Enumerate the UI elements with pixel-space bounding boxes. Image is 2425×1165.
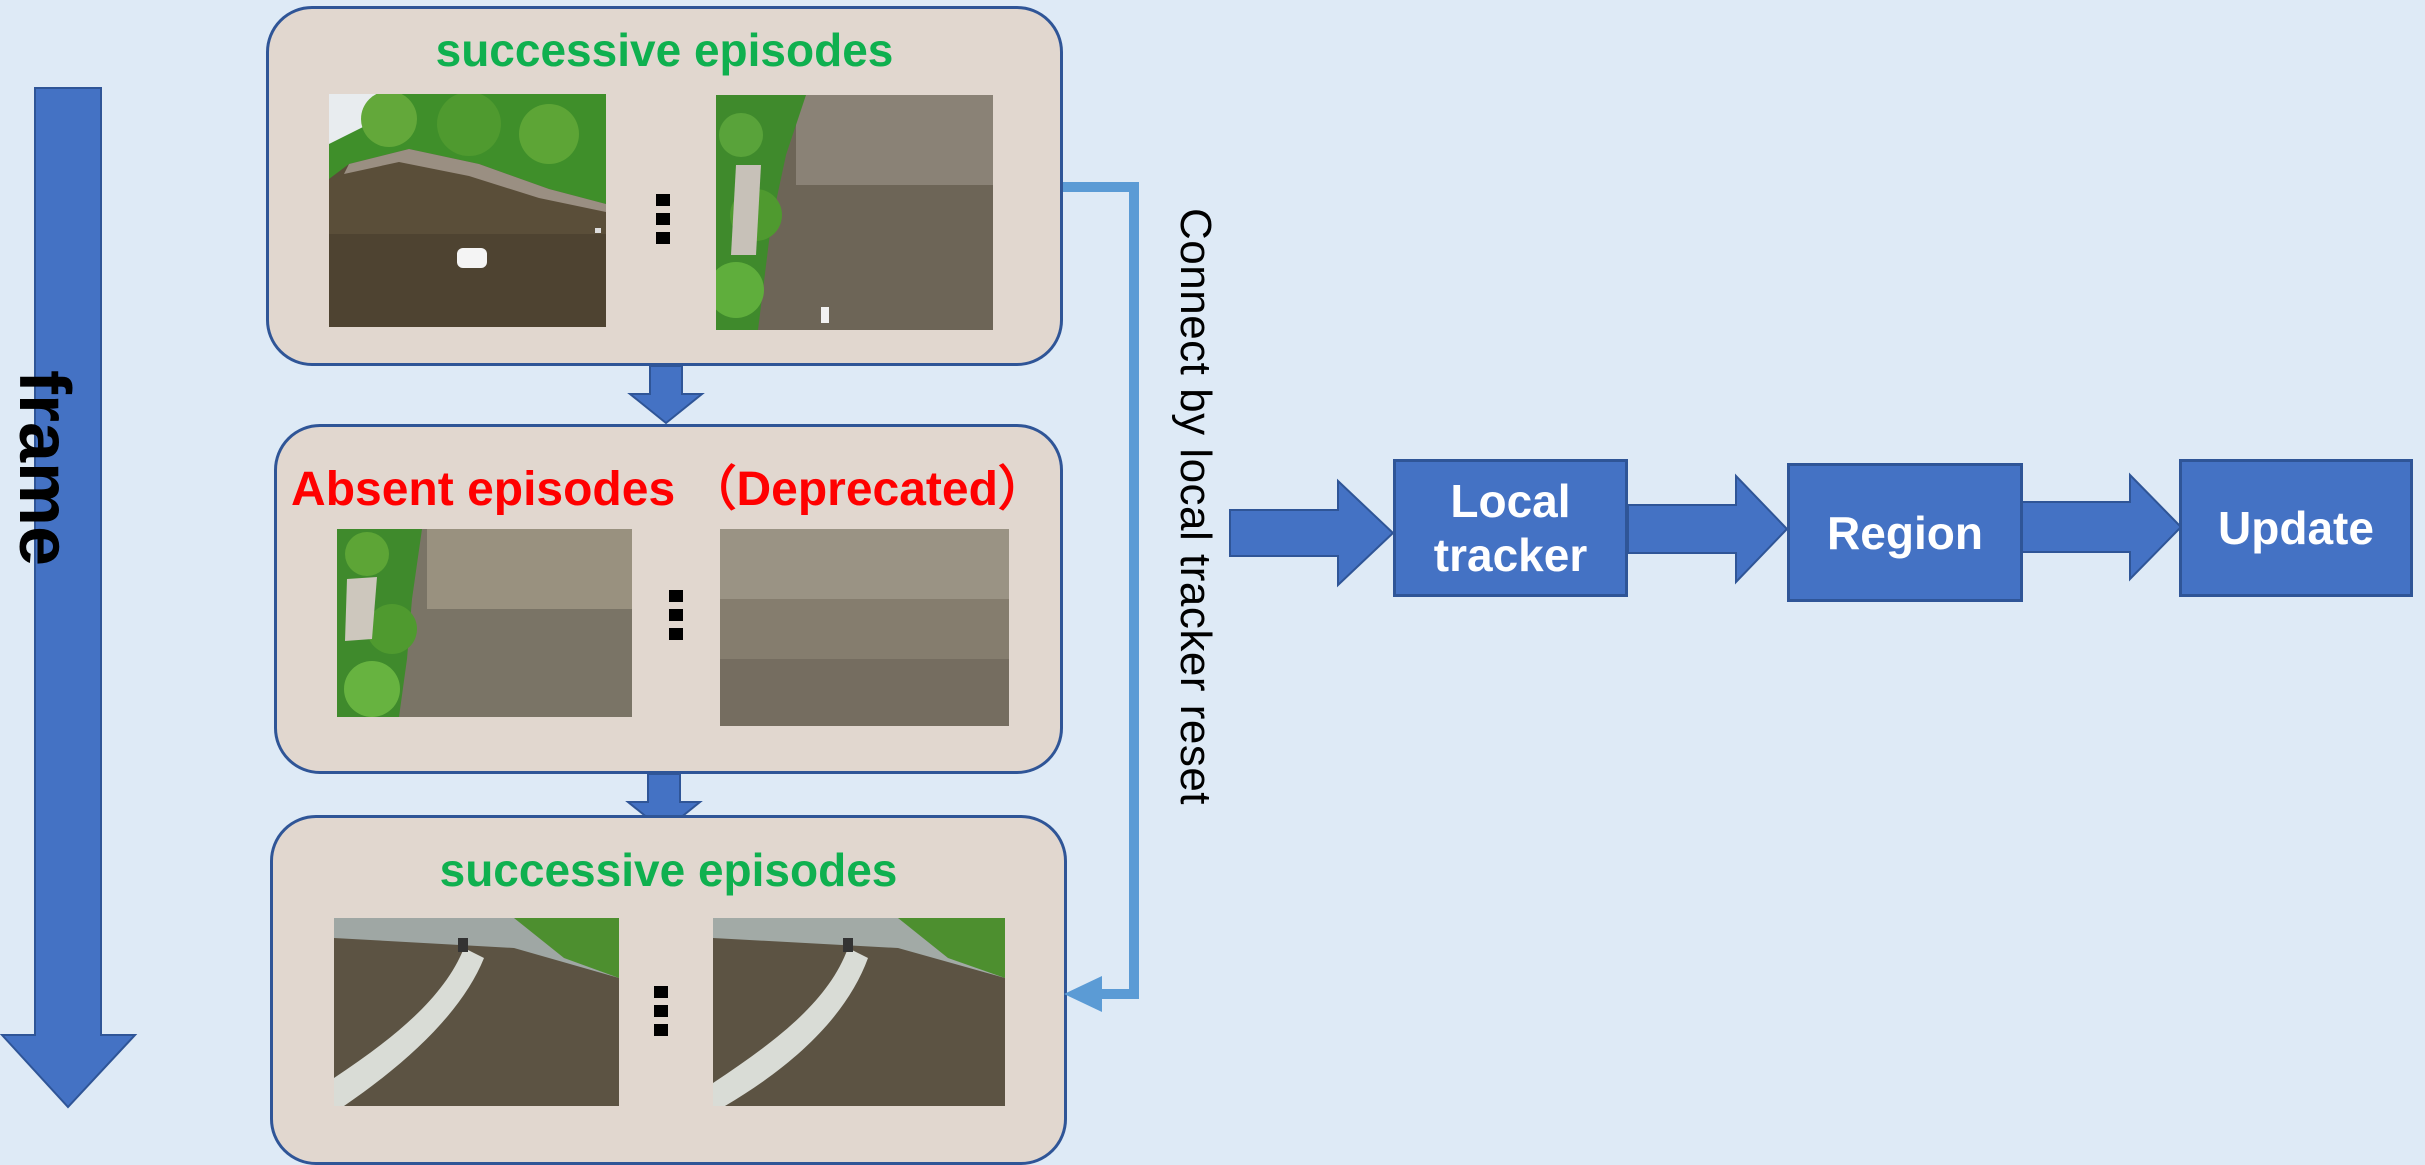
- pipeline-arrow: [1627, 473, 1789, 585]
- pipeline-input-arrow: [1229, 478, 1395, 588]
- video-frame-thumbnail: [329, 94, 606, 327]
- video-frame-thumbnail: [716, 95, 993, 330]
- reset-connector-label: Connect by local tracker reset: [1171, 208, 1220, 806]
- frame-axis-label: frame: [4, 370, 84, 567]
- region-block: Region: [1787, 463, 2023, 602]
- video-frame-thumbnail: [720, 529, 1009, 726]
- reset-connector-arrow: [1063, 182, 1139, 1012]
- video-frame-thumbnail: [713, 918, 1005, 1106]
- local-tracker-block: Local tracker: [1393, 459, 1628, 597]
- update-block: Update: [2179, 459, 2413, 597]
- ellipsis-icon: [656, 194, 670, 244]
- ellipsis-icon: [669, 590, 683, 640]
- panel-title: successive episodes: [435, 24, 894, 76]
- video-frame-thumbnail: [334, 918, 619, 1106]
- panel-title: Absent episodes （Deprecated）: [291, 463, 1046, 516]
- block-label: Update: [2218, 502, 2374, 554]
- pipeline-arrow: [2021, 472, 2183, 582]
- block-label: Region: [1827, 506, 1983, 559]
- flow-down-arrow: [627, 366, 705, 425]
- frame-axis-arrow: [0, 87, 138, 1109]
- panel-title: successive episodes: [439, 844, 898, 896]
- video-frame-thumbnail: [337, 529, 632, 717]
- ellipsis-icon: [654, 986, 668, 1036]
- block-label: Local tracker: [1433, 475, 1588, 581]
